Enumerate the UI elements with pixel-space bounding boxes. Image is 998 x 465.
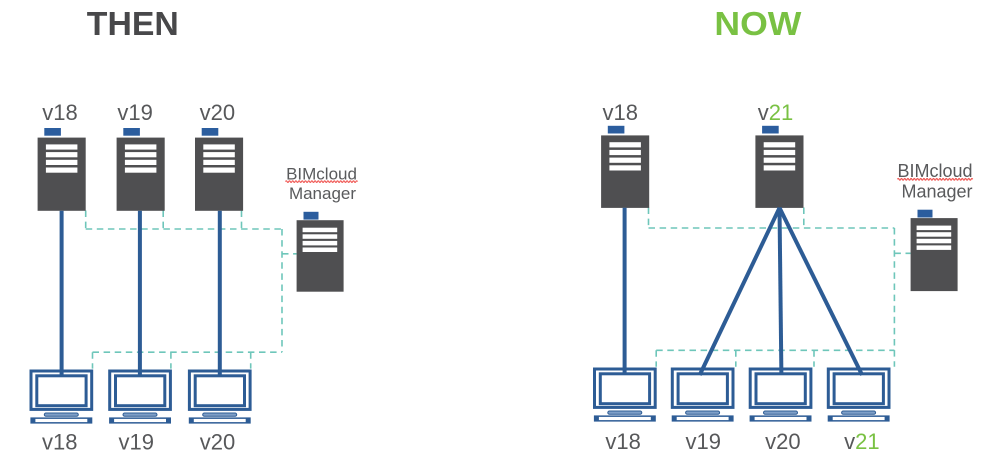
svg-text:v20: v20 [200,430,235,455]
svg-text:NOW: NOW [714,5,802,42]
svg-text:Manager: Manager [901,181,972,201]
svg-text:v18: v18 [42,430,77,455]
svg-text:v21: v21 [844,429,879,454]
svg-text:v20: v20 [765,429,800,454]
svg-text:v21: v21 [758,100,793,125]
svg-text:v18: v18 [42,100,77,125]
svg-text:v19: v19 [685,429,720,454]
svg-text:v18: v18 [605,429,640,454]
svg-text:Manager: Manager [289,184,356,203]
svg-text:BIMcloud: BIMcloud [286,164,357,183]
svg-text:v19: v19 [118,430,153,455]
svg-text:v18: v18 [603,100,638,125]
svg-text:BIMcloud: BIMcloud [897,161,972,181]
svg-text:v19: v19 [117,100,152,125]
svg-text:THEN: THEN [87,5,179,42]
svg-text:v20: v20 [200,100,235,125]
